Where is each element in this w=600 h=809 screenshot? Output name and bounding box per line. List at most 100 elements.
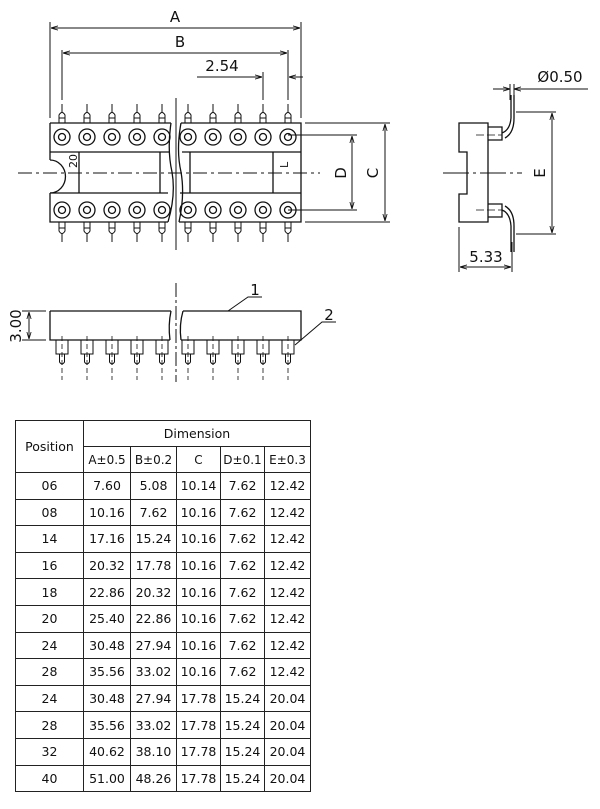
dimension-C-cell: 10.14 xyxy=(176,472,221,500)
dimension-B-cell: 38.10 xyxy=(130,737,177,766)
dimension-A-cell: 20.32 xyxy=(83,551,131,580)
side-pin-lower xyxy=(488,203,515,252)
pin-lead xyxy=(284,104,292,123)
dimension-B-label: B xyxy=(175,33,185,51)
dimension-D-cell: 7.62 xyxy=(220,631,265,660)
dimension-header: Dimension xyxy=(83,420,311,447)
pin-contact-outer xyxy=(78,201,96,219)
pin-contact-outer xyxy=(78,128,96,146)
body-left-outline xyxy=(49,122,171,223)
pin-lead xyxy=(234,222,242,242)
position-cell: 20 xyxy=(15,604,84,633)
dimension-E xyxy=(516,111,556,235)
pin-contact-inner xyxy=(57,132,67,142)
pin-contact-inner xyxy=(57,205,67,215)
front-view xyxy=(49,283,302,382)
column-header-D: D±0.1 xyxy=(220,446,265,473)
pin-contact-inner xyxy=(183,205,193,215)
dimension-A-cell: 40.62 xyxy=(83,737,131,766)
dimension-A-cell: 25.40 xyxy=(83,604,131,633)
pin-contact-inner xyxy=(258,132,268,142)
pin-contact-outer xyxy=(204,128,222,146)
dimension-pitch xyxy=(197,72,303,100)
pin-lead xyxy=(158,222,166,242)
dimension-D-cell: 7.62 xyxy=(220,551,265,580)
pin-contact-outer xyxy=(179,128,197,146)
dimension-B-cell: 27.94 xyxy=(130,684,177,713)
side-body-outline xyxy=(458,122,489,223)
dimension-B-cell: 48.26 xyxy=(130,764,177,793)
dimension-C-cell: 10.16 xyxy=(176,578,221,606)
pin-contact-outer xyxy=(128,201,146,219)
position-cell: 14 xyxy=(15,525,84,553)
pin-contact-inner xyxy=(107,205,117,215)
pin-lead xyxy=(259,222,267,242)
dimension-C-cell: 10.16 xyxy=(176,604,221,633)
dimension-B-cell: 5.08 xyxy=(130,472,177,500)
side-view xyxy=(443,95,522,252)
top-view xyxy=(18,98,320,250)
callout-2-label: 2 xyxy=(324,306,334,324)
pin-contact-outer xyxy=(53,128,71,146)
pin-contact-inner xyxy=(82,205,92,215)
pin-lead xyxy=(133,104,141,123)
dimension-table: Position Dimension A±0.5 B±0.2 C D±0.1 E… xyxy=(15,420,311,793)
dimension-E-cell: 20.04 xyxy=(264,684,311,713)
dimension-D-cell: 7.62 xyxy=(220,578,265,606)
pin-contact-outer xyxy=(229,128,247,146)
dimension-D-cell: 7.62 xyxy=(220,658,265,686)
position-cell: 06 xyxy=(15,472,84,500)
last-pin-mark: 20 xyxy=(67,154,80,168)
dimension-D-cell: 7.62 xyxy=(220,525,265,553)
pitch-label: 2.54 xyxy=(205,57,238,75)
pin-diameter-label: Ø0.50 xyxy=(537,68,582,86)
dimension-A-cell: 35.56 xyxy=(83,658,131,686)
column-header-A: A±0.5 xyxy=(83,446,131,473)
dimension-E-cell: 12.42 xyxy=(264,525,311,553)
column-header-C: C xyxy=(176,446,221,473)
pin-lead xyxy=(184,104,192,123)
pin-contact-inner xyxy=(82,132,92,142)
side-width-label: 5.33 xyxy=(469,248,502,266)
pin1-mark: L xyxy=(278,161,291,168)
pin-contact-outer xyxy=(254,128,272,146)
pin-contact-outer xyxy=(179,201,197,219)
pin-contact-outer xyxy=(103,201,121,219)
dimension-E-cell: 12.42 xyxy=(264,472,311,500)
dimension-E-cell: 12.42 xyxy=(264,658,311,686)
height-label: 3.00 xyxy=(7,309,25,342)
dimension-D-cell: 15.24 xyxy=(220,711,265,739)
dimension-A-label: A xyxy=(170,8,181,26)
front-body-right xyxy=(181,310,302,341)
pin-lead xyxy=(108,104,116,123)
dimension-C-cell: 17.78 xyxy=(176,764,221,793)
dimension-A-cell: 10.16 xyxy=(83,498,131,527)
dimension-pin-diameter xyxy=(493,84,588,100)
dimension-B xyxy=(61,50,289,100)
pin-contact-outer xyxy=(153,201,171,219)
dimension-C-cell: 17.78 xyxy=(176,711,221,739)
dimension-D-cell: 7.62 xyxy=(220,472,265,500)
dimension-D-cell: 15.24 xyxy=(220,737,265,766)
pin-lead xyxy=(108,222,116,242)
front-break-left xyxy=(168,310,172,341)
pin-lead xyxy=(234,104,242,123)
pin-lead xyxy=(209,222,217,242)
dimension-E-cell: 20.04 xyxy=(264,711,311,739)
side-pin-upper xyxy=(488,95,515,141)
column-header-B: B±0.2 xyxy=(130,446,177,473)
pin-contact-outer xyxy=(204,201,222,219)
pin-contact-inner xyxy=(157,132,167,142)
callout-leaders xyxy=(227,296,336,346)
pin-contact-inner xyxy=(132,132,142,142)
pin-contact-inner xyxy=(183,132,193,142)
dimension-E-cell: 12.42 xyxy=(264,498,311,527)
pin-lead xyxy=(133,222,141,242)
dimension-C-cell: 10.16 xyxy=(176,551,221,580)
dimension-A-cell: 35.56 xyxy=(83,711,131,739)
